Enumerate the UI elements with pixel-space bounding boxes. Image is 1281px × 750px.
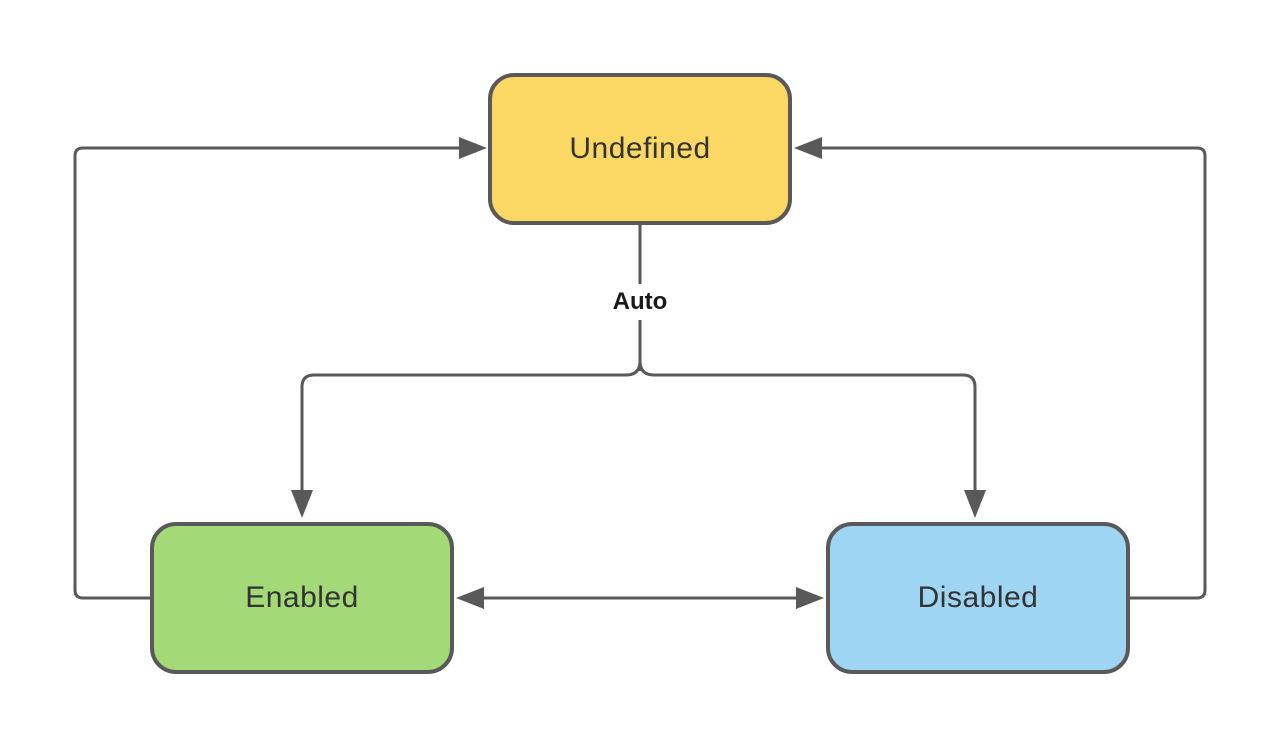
arrowhead-left-icon xyxy=(794,137,822,159)
node-undefined: Undefined xyxy=(488,73,792,225)
edge-auto-to-disabled xyxy=(638,360,986,518)
edge-enabled-disabled-bidirectional xyxy=(456,587,824,609)
node-enabled-label: Enabled xyxy=(245,581,359,614)
edge-label-auto: Auto xyxy=(602,284,678,320)
arrowhead-right-icon xyxy=(459,137,487,159)
node-disabled-label: Disabled xyxy=(917,581,1039,614)
edge-disabled-to-undefined xyxy=(794,137,1207,600)
node-undefined-label: Undefined xyxy=(569,132,711,165)
arrowhead-right-icon xyxy=(796,587,824,609)
arrowhead-down-icon xyxy=(964,490,986,518)
arrowhead-down-icon xyxy=(291,490,313,518)
arrowhead-left-icon xyxy=(456,587,484,609)
node-disabled: Disabled xyxy=(826,522,1130,674)
edge-enabled-to-undefined xyxy=(73,137,487,600)
node-enabled: Enabled xyxy=(150,522,454,674)
edge-auto-to-enabled xyxy=(291,360,642,518)
